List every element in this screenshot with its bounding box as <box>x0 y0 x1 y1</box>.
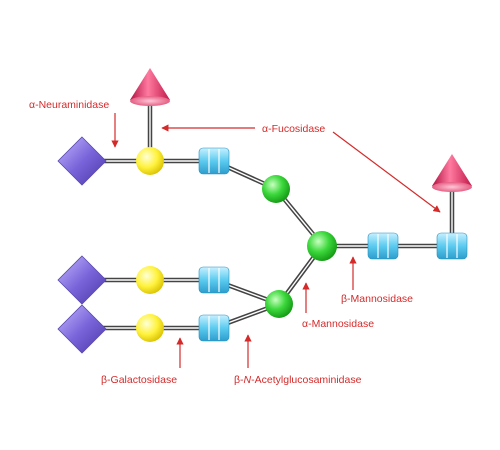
fucose-residues <box>130 68 472 192</box>
galactose-residues <box>136 147 164 342</box>
glcnac-square-icon <box>198 266 230 294</box>
sialic-acid-diamond-icon <box>57 255 107 305</box>
mannose-circle-icon <box>265 290 293 318</box>
galactose-circle-icon <box>136 314 164 342</box>
glcnac-square-icon <box>198 147 230 175</box>
galactose-circle-icon <box>136 266 164 294</box>
glcnac-residues <box>198 147 468 342</box>
mannose-circle-icon <box>307 231 337 261</box>
glcnac-square-icon <box>436 232 468 260</box>
sialic-acid-diamond-icon <box>57 136 107 186</box>
sialic-acid-residues <box>57 136 107 354</box>
sialic-acid-diamond-icon <box>57 304 107 354</box>
glcnac-square-icon <box>367 232 399 260</box>
fucosidase-arrow-right <box>332 131 441 213</box>
alpha-mannosidase-label: α-Mannosidase <box>302 318 374 330</box>
acetylglucosaminidase-label: β-N-Acetylglucosaminidase <box>234 374 362 386</box>
glcnac-segment-lines <box>208 149 458 340</box>
neuraminidase-label: α-Neuraminidase <box>29 99 109 111</box>
mannose-circle-icon <box>262 175 290 203</box>
galactose-circle-icon <box>136 147 164 175</box>
fucose-triangle-icon <box>130 68 170 106</box>
bond-middle-branch <box>79 277 282 307</box>
bond-bottom-branch <box>79 301 282 331</box>
fucose-triangle-icon <box>432 154 472 192</box>
mannose-residues <box>262 175 337 318</box>
galactosidase-label: β-Galactosidase <box>101 374 177 386</box>
glcnac-square-icon <box>198 314 230 342</box>
enzyme-arrows <box>111 113 441 368</box>
fucosidase-label: α-Fucosidase <box>262 123 325 135</box>
beta-mannosidase-label: β-Mannosidase <box>341 293 413 305</box>
